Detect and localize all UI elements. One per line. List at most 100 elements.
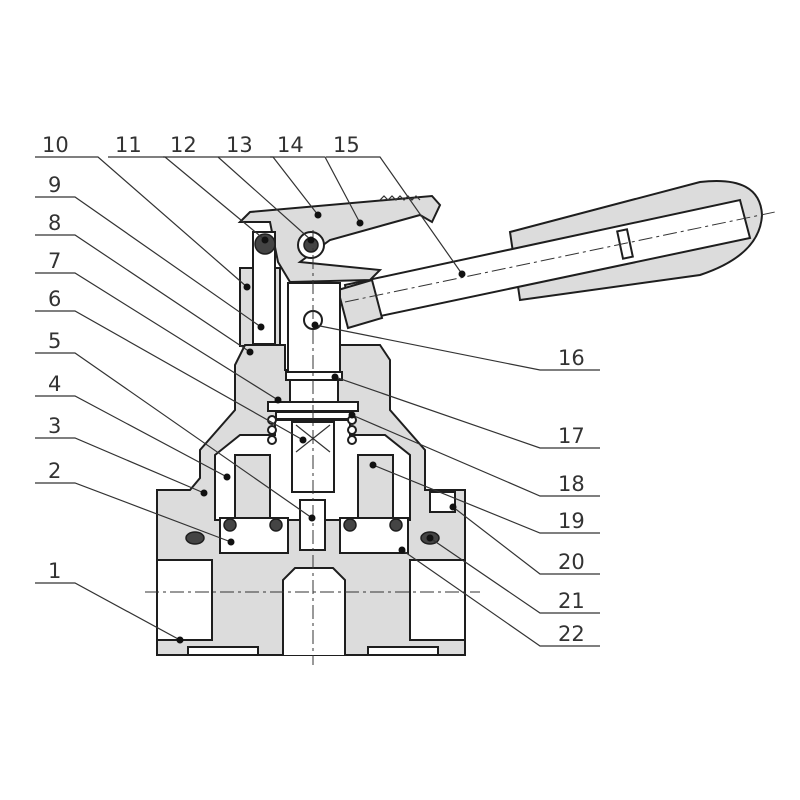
port-right bbox=[409, 559, 466, 641]
spring-right bbox=[347, 415, 357, 445]
roller bbox=[254, 233, 276, 255]
leader-dot bbox=[227, 538, 235, 546]
leader-line bbox=[429, 537, 600, 614]
callout-9: 9 bbox=[35, 173, 265, 331]
leader-dot bbox=[314, 211, 322, 219]
leader-line bbox=[35, 352, 313, 519]
callout-label: 14 bbox=[277, 133, 304, 157]
leader-dot bbox=[223, 473, 231, 481]
callout-13: 13 bbox=[218, 133, 322, 219]
leader-line bbox=[35, 234, 251, 353]
callout-label: 13 bbox=[226, 133, 253, 157]
callout-label: 8 bbox=[48, 211, 61, 235]
callout-18: 18 bbox=[348, 411, 600, 497]
callout-label: 16 bbox=[558, 346, 585, 370]
handle-mark bbox=[616, 228, 634, 260]
leader-dot bbox=[307, 236, 315, 244]
callout-label: 6 bbox=[48, 287, 61, 311]
callout-label: 2 bbox=[48, 459, 61, 483]
callout-17: 17 bbox=[331, 373, 600, 449]
callout-20: 20 bbox=[449, 503, 600, 575]
leader-dot bbox=[299, 436, 307, 444]
callout-label: 10 bbox=[42, 133, 69, 157]
leader-dot bbox=[398, 546, 406, 554]
leader-dot bbox=[246, 348, 254, 356]
leader-line bbox=[35, 395, 228, 478]
leader-dot bbox=[331, 373, 339, 381]
callout-10: 10 bbox=[35, 133, 251, 291]
callout-label: 5 bbox=[48, 329, 61, 353]
seal-right-b bbox=[389, 518, 403, 532]
callout-label: 22 bbox=[558, 622, 585, 646]
callout-16: 16 bbox=[311, 321, 600, 371]
callout-label: 3 bbox=[48, 414, 61, 438]
callout-2: 2 bbox=[35, 459, 235, 546]
callout-21: 21 bbox=[426, 534, 600, 614]
callout-label: 11 bbox=[115, 133, 142, 157]
leader-dot bbox=[369, 461, 377, 469]
base-slot-right bbox=[367, 646, 439, 656]
callout-7: 7 bbox=[35, 249, 282, 404]
poppet-left bbox=[234, 454, 271, 521]
seal-left-a bbox=[223, 518, 237, 532]
leader-dot bbox=[426, 534, 434, 542]
port-left bbox=[156, 559, 213, 641]
leader-line bbox=[35, 437, 205, 494]
lever-teeth bbox=[379, 195, 421, 201]
leader-dot bbox=[274, 396, 282, 404]
leader-line bbox=[351, 414, 600, 497]
callout-5: 5 bbox=[35, 329, 316, 522]
leader-dot bbox=[243, 283, 251, 291]
callout-15: 15 bbox=[326, 133, 466, 278]
callout-22: 22 bbox=[398, 546, 600, 647]
callout-label: 15 bbox=[333, 133, 360, 157]
leader-line bbox=[35, 310, 304, 441]
callout-label: 1 bbox=[48, 559, 61, 583]
leader-dot bbox=[348, 411, 356, 419]
leader-dot bbox=[261, 236, 269, 244]
leader-dot bbox=[176, 636, 184, 644]
leader-line bbox=[401, 549, 600, 647]
centerline-handle bbox=[344, 211, 776, 303]
base-slot-left bbox=[187, 646, 259, 656]
screw bbox=[429, 491, 456, 513]
leader-dot bbox=[308, 514, 316, 522]
callout-14: 14 bbox=[270, 133, 364, 227]
callout-label: 19 bbox=[558, 509, 585, 533]
leader-line bbox=[108, 156, 266, 241]
leader-dot bbox=[311, 321, 319, 329]
stem bbox=[289, 379, 339, 403]
callout-11: 11 bbox=[108, 133, 269, 244]
seal-right-a bbox=[343, 518, 357, 532]
callout-4: 4 bbox=[35, 372, 231, 481]
callout-19: 19 bbox=[369, 461, 600, 534]
leader-dot bbox=[449, 503, 457, 511]
leader-line bbox=[35, 272, 279, 401]
leader-line bbox=[35, 582, 181, 641]
oring-left bbox=[185, 531, 205, 545]
leader-line bbox=[35, 482, 232, 543]
callout-8: 8 bbox=[35, 211, 254, 356]
leader-dot bbox=[200, 489, 208, 497]
callout-label: 18 bbox=[558, 472, 585, 496]
leader-line bbox=[35, 196, 262, 328]
port-center bbox=[282, 567, 346, 655]
callout-3: 3 bbox=[35, 414, 208, 497]
callout-label: 9 bbox=[48, 173, 61, 197]
callout-label: 7 bbox=[48, 249, 61, 273]
seal-left-b bbox=[269, 518, 283, 532]
leader-line bbox=[35, 156, 248, 288]
leader-dot bbox=[458, 270, 466, 278]
callout-1: 1 bbox=[35, 559, 184, 644]
leader-line bbox=[372, 464, 600, 534]
callout-label: 17 bbox=[558, 424, 585, 448]
leader-line bbox=[326, 156, 463, 275]
leader-dot bbox=[257, 323, 265, 331]
leader-dot bbox=[356, 219, 364, 227]
leader-line bbox=[334, 376, 600, 449]
leader-line bbox=[270, 156, 361, 224]
callout-label: 12 bbox=[170, 133, 197, 157]
callout-label: 21 bbox=[558, 589, 585, 613]
